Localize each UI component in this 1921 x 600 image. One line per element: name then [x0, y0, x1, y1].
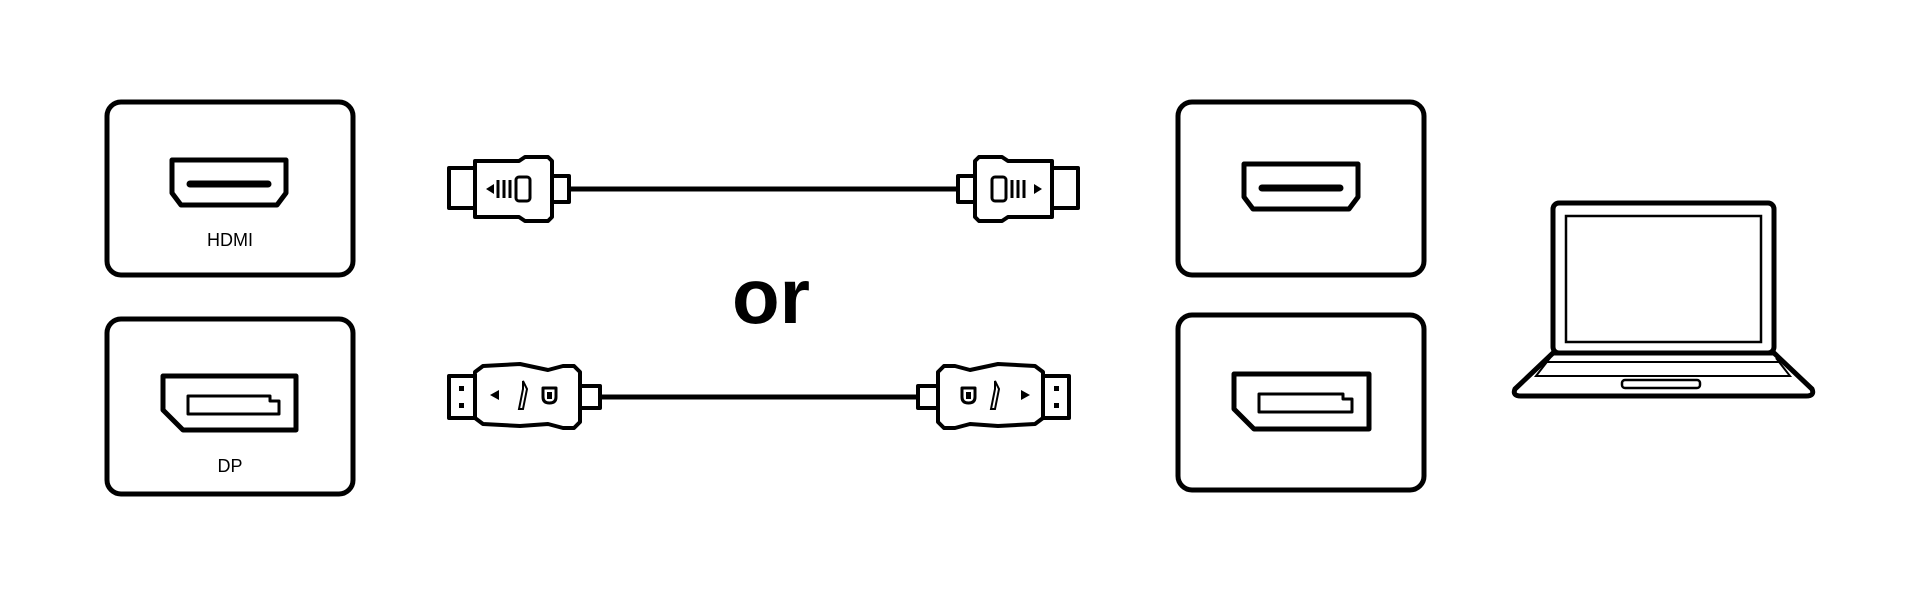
monitor-hdmi-port-panel: HDMI — [104, 99, 356, 278]
or-separator-text: or — [732, 252, 810, 340]
displayport-port-icon — [1231, 371, 1372, 432]
monitor-dp-port-panel: DP — [104, 316, 356, 497]
dp-cable-left-plug — [447, 362, 602, 430]
computer-dp-port-panel — [1175, 312, 1427, 493]
hdmi-cable-right-plug — [956, 155, 1080, 223]
hdmi-port-label: HDMI — [207, 230, 253, 250]
hdmi-cable-icon — [447, 155, 1080, 223]
hdmi-port-icon — [169, 157, 289, 208]
laptop-icon — [1511, 200, 1816, 399]
dp-port-label: DP — [217, 456, 242, 476]
dp-cable-right-plug — [916, 362, 1071, 430]
hdmi-port-icon — [1241, 161, 1361, 212]
displayport-port-icon — [160, 373, 299, 433]
displayport-cable-icon — [447, 362, 1071, 430]
hdmi-cable-left-plug — [447, 155, 571, 223]
computer-hdmi-port-panel — [1175, 99, 1427, 278]
